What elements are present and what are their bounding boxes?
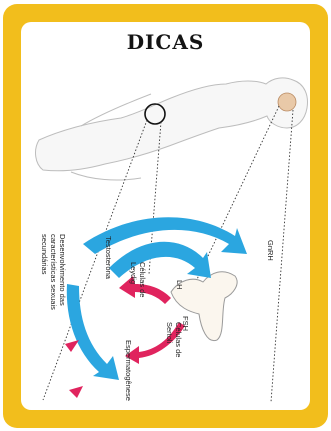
sertoli-line-1: Células de: [174, 322, 183, 357]
secondary-line-3: secundárias: [40, 234, 49, 310]
sertoli-line-2: Sertoli: [165, 322, 174, 357]
card-panel: DICAS: [21, 22, 310, 410]
pituitary-highlight: [278, 93, 296, 111]
spermatogenesis-label: Espermatogênese: [124, 340, 133, 401]
testosterone-label: Testosterona: [104, 236, 113, 279]
secondary-characteristics-label: Desenvolvimento das características sexu…: [40, 234, 67, 310]
secondary-line-1: Desenvolvimento das: [58, 234, 67, 310]
lh-label: LH: [175, 280, 184, 290]
leydig-line-2: Leydig: [129, 262, 138, 297]
testosterone-arrow: [67, 284, 119, 380]
lh-blue-arrow: [109, 242, 211, 278]
small-arrow-2: [69, 386, 83, 398]
secondary-line-2: características sexuais: [49, 234, 58, 310]
tip-card: DICAS: [3, 4, 328, 428]
leydig-line-1: Células de: [138, 262, 147, 297]
body-outline: [36, 78, 308, 180]
small-arrow-1: [65, 340, 79, 352]
gnrh-label: GnRH: [266, 240, 275, 261]
leydig-label: Células de Leydig: [129, 262, 147, 297]
sertoli-label: Células de Sertoli: [165, 322, 183, 357]
